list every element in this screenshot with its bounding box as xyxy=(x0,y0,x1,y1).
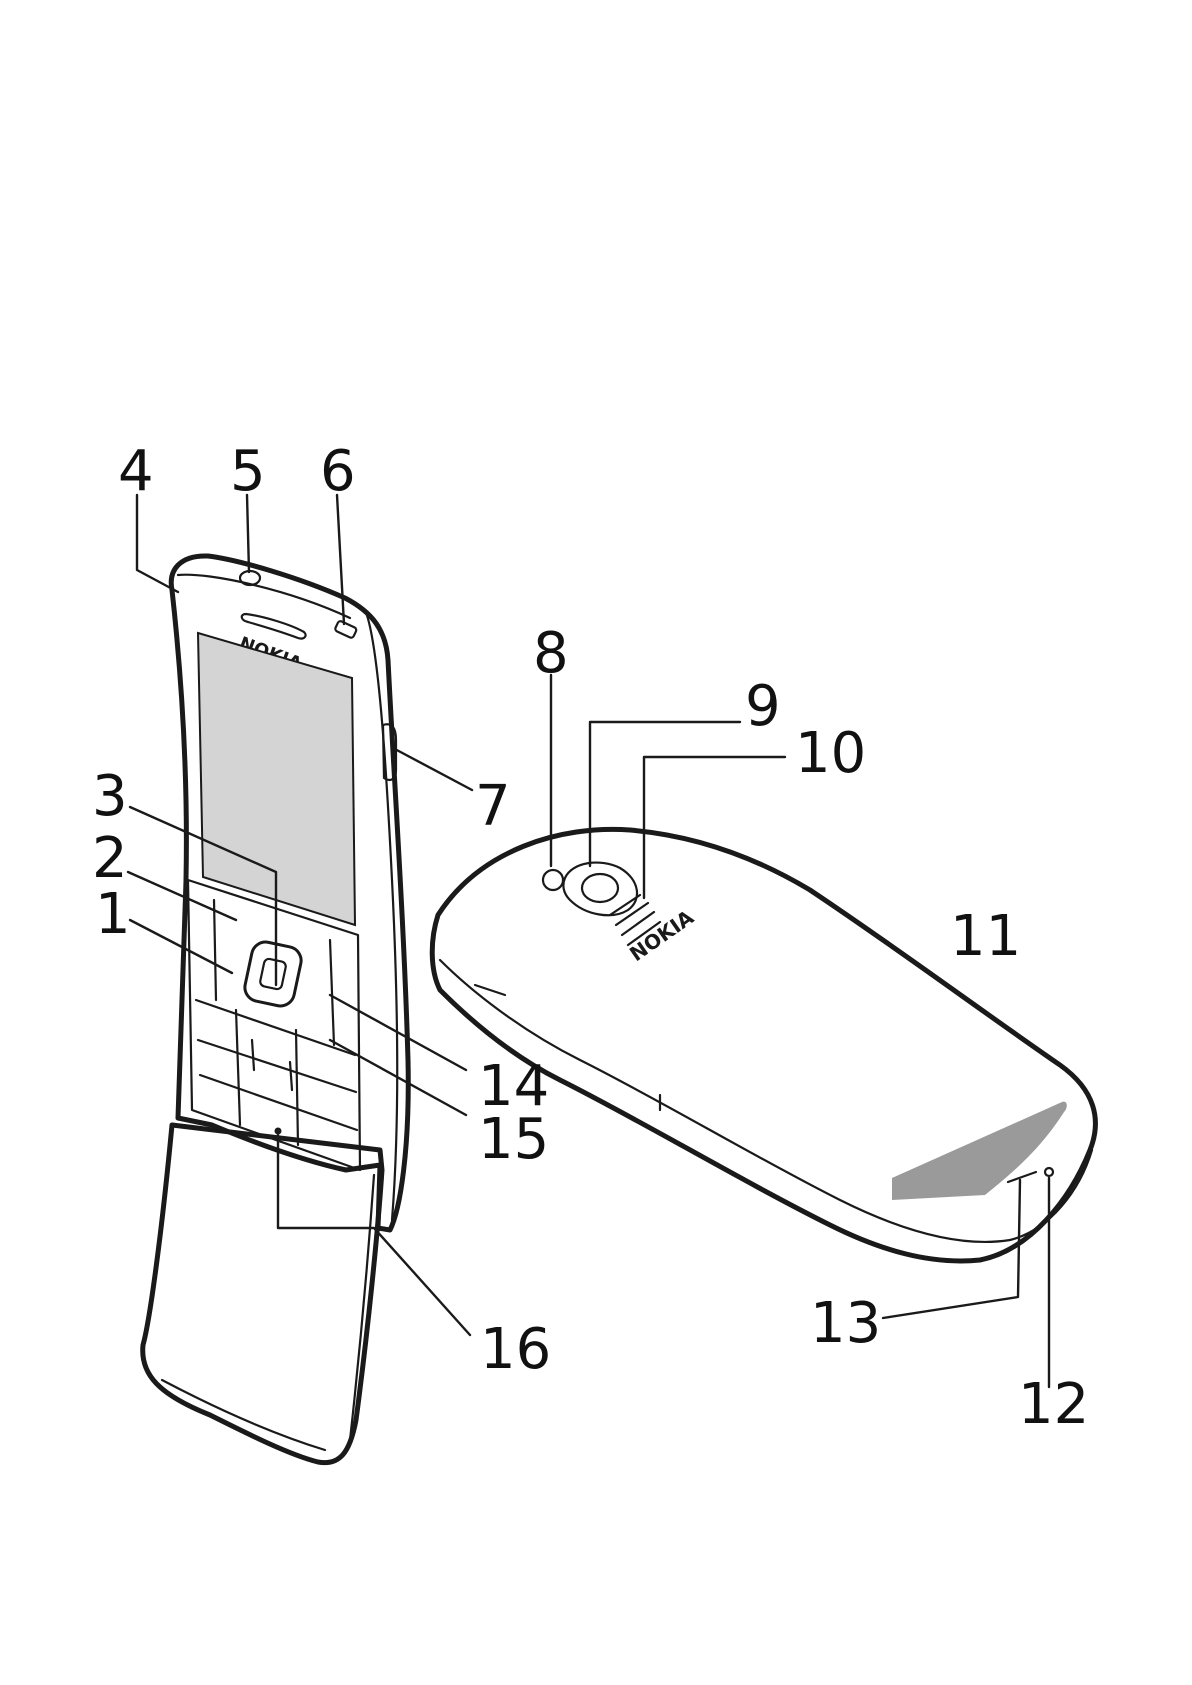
strap-hole xyxy=(1045,1168,1053,1176)
callout-labels: 1 2 3 4 5 6 7 8 9 10 11 12 13 14 15 16 xyxy=(92,439,1089,1437)
callout-15: 15 xyxy=(478,1107,549,1172)
callout-4: 4 xyxy=(118,439,154,504)
callout-1: 1 xyxy=(95,882,131,947)
callout-2: 2 xyxy=(92,826,128,891)
callout-5: 5 xyxy=(230,439,266,504)
callout-13: 13 xyxy=(810,1291,881,1356)
callout-6: 6 xyxy=(320,439,356,504)
callout-9: 9 xyxy=(745,674,781,739)
charger-slot xyxy=(1008,1172,1036,1182)
navigation-key xyxy=(242,939,303,1008)
leader-10 xyxy=(644,757,785,898)
callout-12: 12 xyxy=(1018,1372,1089,1437)
callout-10: 10 xyxy=(795,721,866,786)
back-body xyxy=(432,829,1095,1261)
headset-connector xyxy=(240,571,260,585)
back-brand-logo: NOKIA xyxy=(625,905,698,966)
camera xyxy=(563,863,637,916)
flash xyxy=(543,870,563,890)
callout-7: 7 xyxy=(475,774,511,839)
front-phone: NOKIA xyxy=(143,556,409,1463)
product-label-area xyxy=(892,1102,1067,1200)
leader-5 xyxy=(247,495,249,572)
back-phone: NOKIA xyxy=(432,829,1095,1261)
callout-8: 8 xyxy=(533,621,569,686)
usb-connector xyxy=(334,620,357,638)
leader-9 xyxy=(590,722,740,866)
slider-cover xyxy=(143,1125,382,1463)
callout-3: 3 xyxy=(92,764,128,829)
leader-7 xyxy=(393,748,472,790)
callout-11: 11 xyxy=(950,904,1021,969)
callout-16: 16 xyxy=(480,1317,551,1382)
microphone xyxy=(275,1128,282,1135)
leader-6 xyxy=(337,495,344,624)
leader-13 xyxy=(883,1180,1020,1318)
